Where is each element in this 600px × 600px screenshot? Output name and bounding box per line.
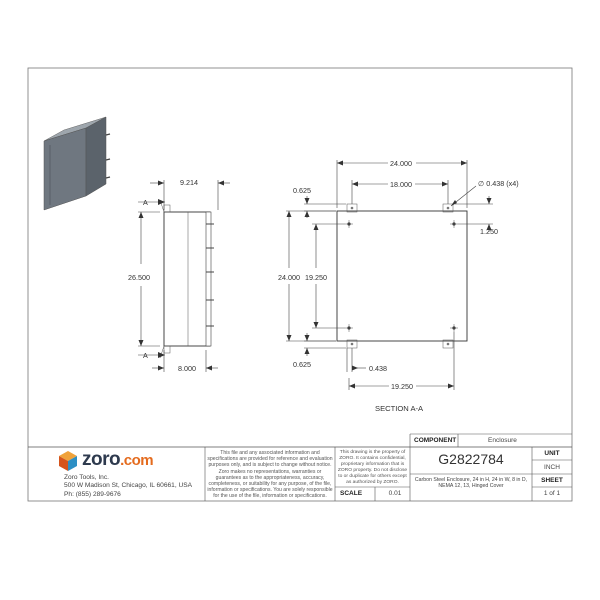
section-label: SECTION A-A (375, 404, 424, 413)
enclosure-isometric-thumbnail (43, 116, 111, 211)
component-label: COMPONENT (414, 437, 457, 444)
dim-front-width: 24.000 (390, 159, 412, 168)
mounting-holes (345, 206, 458, 346)
company-address: 500 W Madison St, Chicago, IL 60661, USA (64, 482, 193, 490)
sheet-label: SHEET (541, 477, 563, 484)
zoro-logo-icon (59, 451, 77, 471)
title-block-frame (28, 433, 572, 501)
dim-bottom-hole: 0.438 (369, 364, 387, 373)
unit-label: UNIT (544, 450, 560, 457)
side-view: A A 9.214 26.500 8.000 (128, 178, 230, 373)
disclaimer-notice: This file and any associated information… (207, 450, 333, 500)
front-view: 24.000 18.000 ∅ 0.438 (x4) 0.625 1.250 (278, 159, 519, 413)
company-info: Zoro Tools, Inc. 500 W Madison St, Chica… (64, 474, 192, 499)
dim-side-depth: 9.214 (180, 178, 198, 187)
section-marker-top: A (143, 198, 148, 207)
dim-front-height: 24.000 (278, 273, 300, 282)
logo-text: zoro (82, 449, 121, 470)
dim-top-offset: 0.625 (293, 186, 311, 195)
company-name: Zoro Tools, Inc. (64, 474, 109, 481)
logo-suffix: .com (120, 452, 154, 469)
dim-front-inner-width: 18.000 (390, 180, 412, 189)
part-number: G2822784 (438, 451, 504, 467)
part-description: Carbon Steel Enclosure, 24 in H, 24 in W… (414, 477, 528, 490)
front-view-body (336, 210, 468, 342)
company-phone: Ph: (855) 289-9676 (64, 490, 121, 498)
component-value: Enclosure (488, 437, 517, 444)
dim-bottom-offset: 0.625 (293, 360, 311, 369)
section-marker-bottom: A (143, 351, 148, 360)
dim-hole-spacing-vertical: 19.250 (305, 273, 327, 282)
scale-label: SCALE (340, 490, 363, 497)
sheet-value: 1 of 1 (543, 490, 561, 497)
dim-hole-spacing-horizontal: 19.250 (391, 382, 413, 391)
unit-value: INCH (544, 464, 560, 471)
sheet-border (27, 67, 573, 502)
dim-right-offset: 1.250 (480, 227, 498, 236)
side-view-body (163, 211, 211, 347)
scale-value: 0.01 (388, 490, 402, 497)
logo-wordmark: zoro.com (82, 449, 154, 471)
property-notice: This drawing is the property of ZORO. It… (337, 450, 408, 485)
dim-hole-callout: ∅ 0.438 (x4) (478, 179, 519, 188)
dim-side-height: 26.500 (128, 273, 150, 282)
dim-side-inner: 8.000 (178, 364, 196, 373)
